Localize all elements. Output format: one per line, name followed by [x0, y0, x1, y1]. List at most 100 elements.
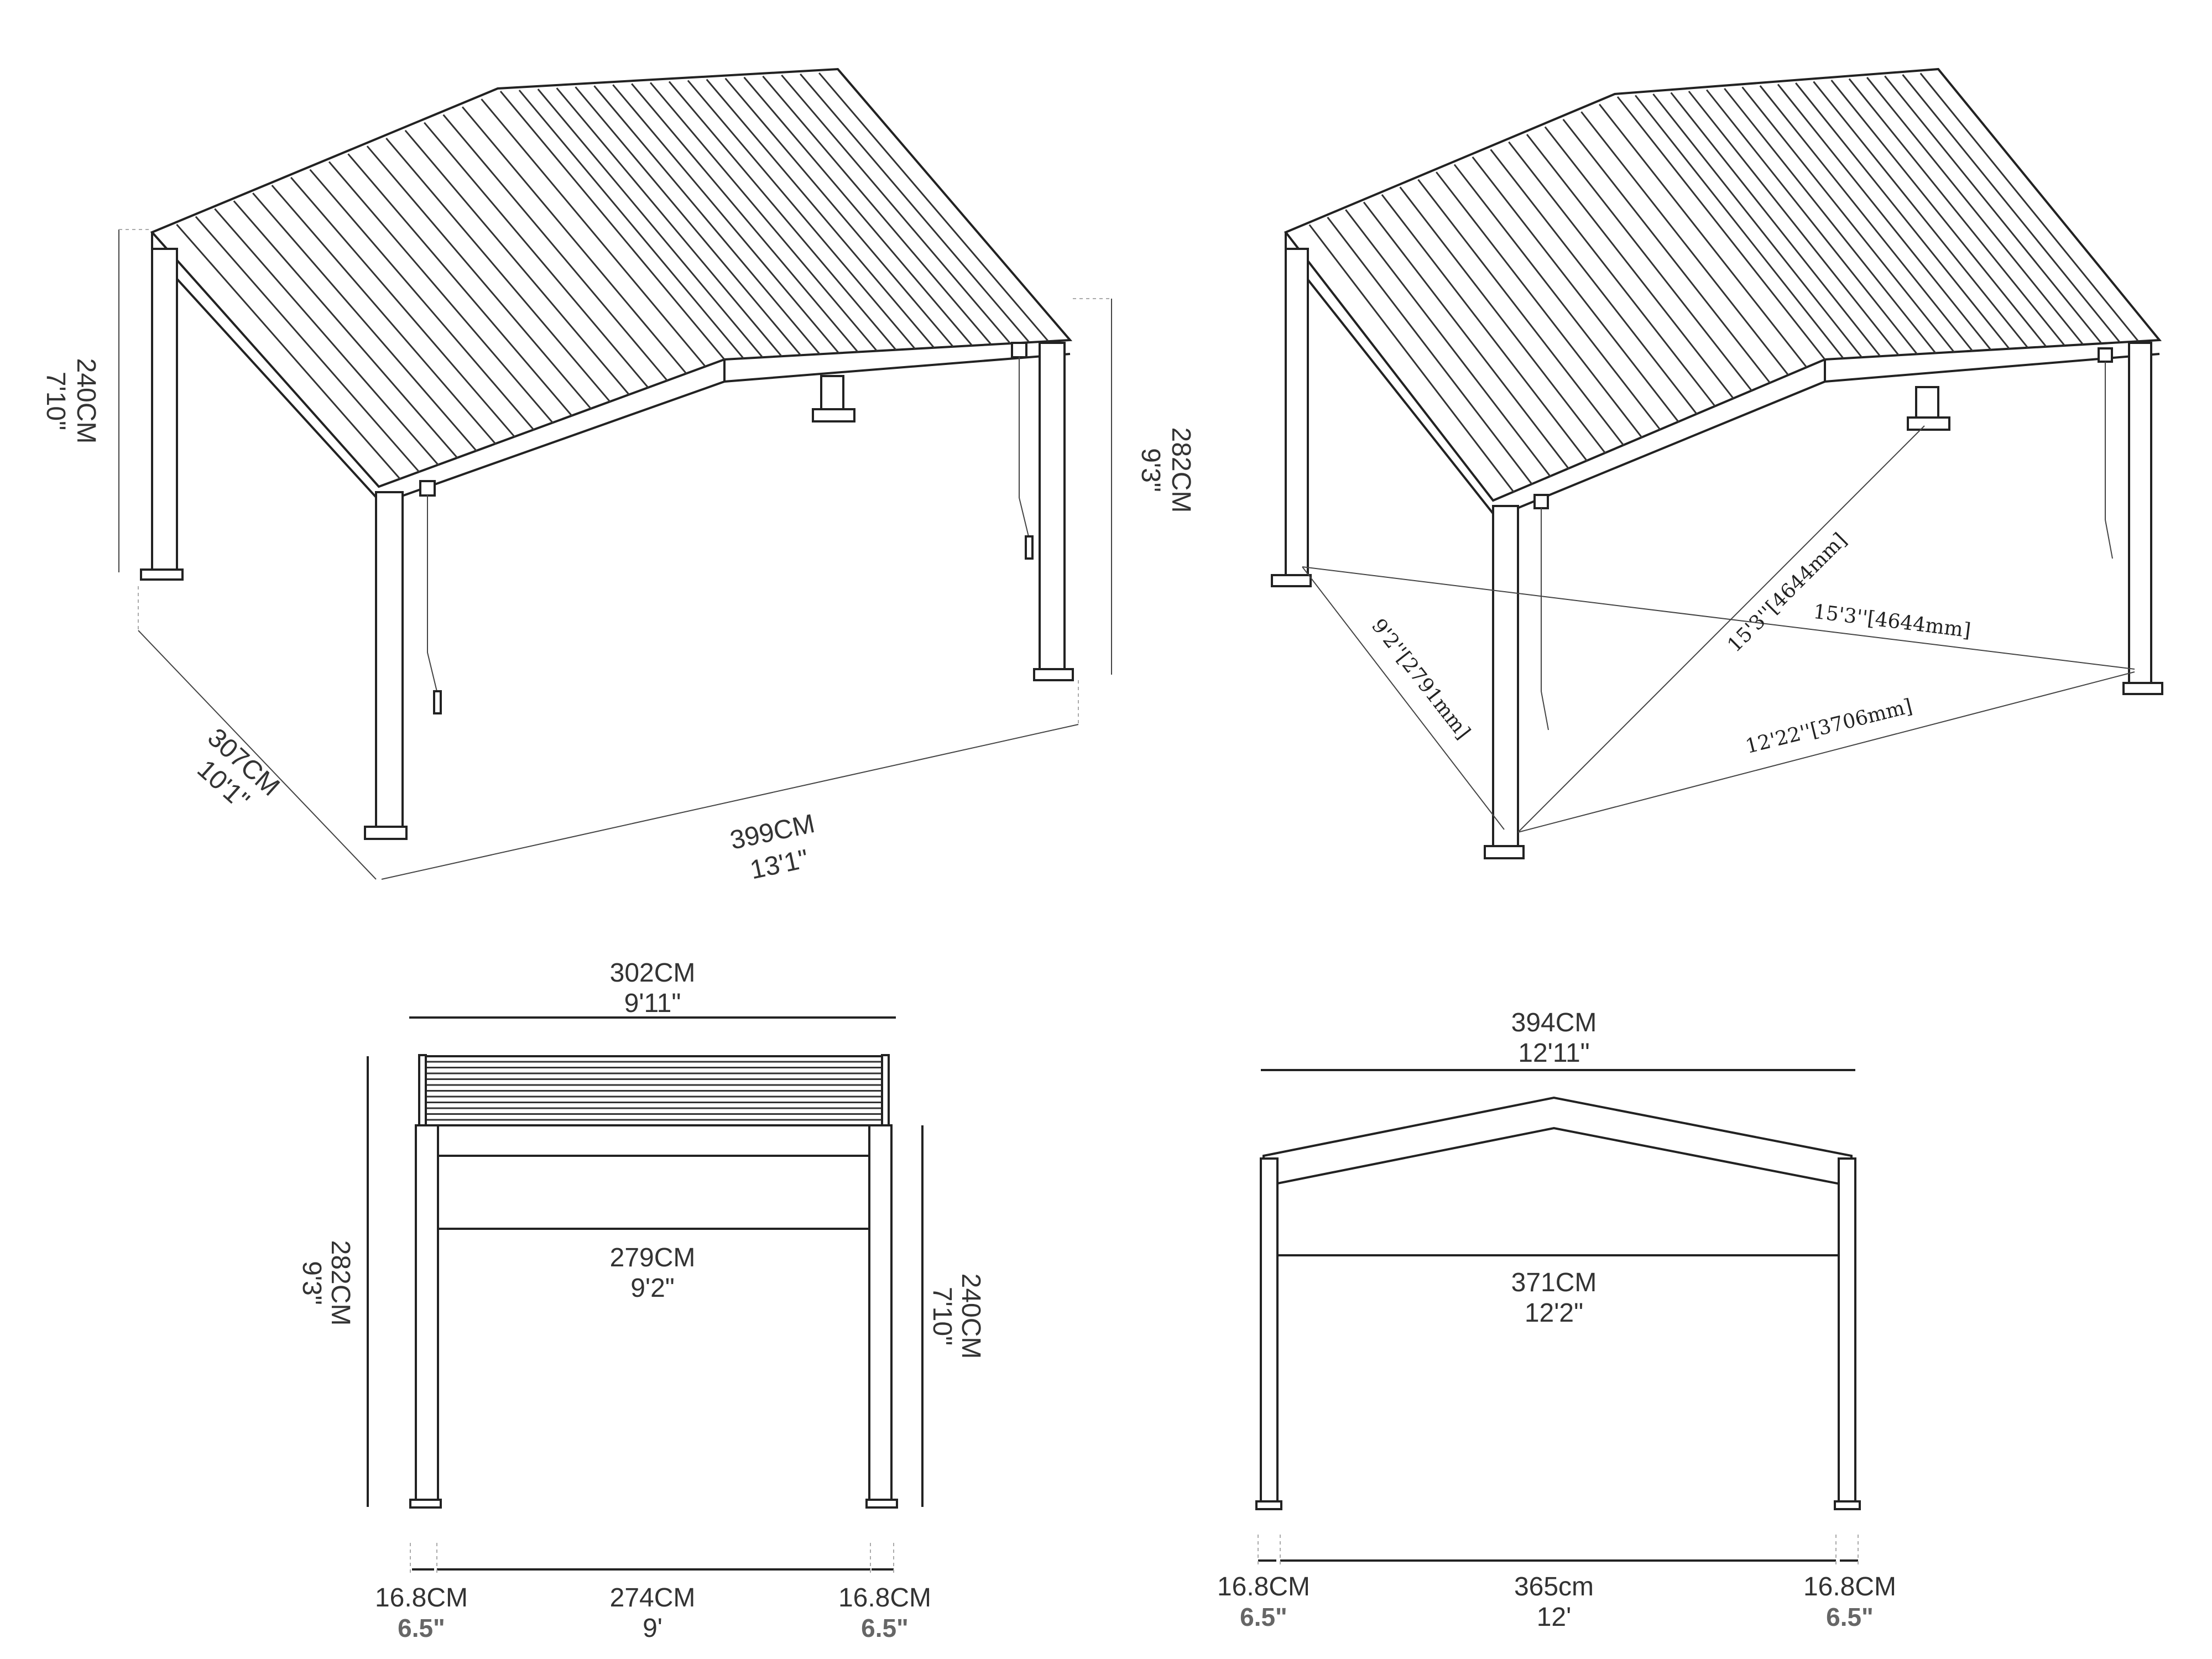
roof-slat — [366, 145, 592, 410]
roof-slat — [1381, 194, 1588, 462]
front-inner-in: 12'2" — [1525, 1298, 1583, 1328]
roof-slat — [743, 76, 973, 346]
front-post-right — [1838, 1157, 1856, 1505]
front-top-cm: 394CM — [1511, 1008, 1597, 1037]
iso2-post-stub — [1915, 386, 1939, 421]
front-roof — [1262, 1096, 1853, 1188]
dim-line-depth — [138, 630, 377, 880]
iso-post-base — [140, 568, 184, 581]
roof-slat — [328, 161, 554, 424]
front-base-in: 12' — [1537, 1603, 1572, 1632]
side-height-left-in: 9'3" — [297, 1261, 326, 1305]
roof-slat — [214, 208, 440, 466]
roof-slat — [1705, 89, 1918, 355]
roof-slat — [499, 91, 726, 360]
roof-slat — [1544, 126, 1752, 392]
roof-slat — [537, 88, 764, 358]
side-label: 9'2''[2791mm] — [1367, 614, 1475, 743]
roof-slat — [631, 83, 859, 353]
roof-slat — [1562, 118, 1771, 384]
side-base-in: 9' — [643, 1614, 662, 1643]
side-top-cm: 302CM — [610, 958, 696, 988]
roof-slat — [1308, 224, 1515, 493]
front-left-post-cm: 16.8CM — [1217, 1572, 1310, 1601]
roof-slat — [1327, 216, 1533, 486]
side-left-post-in: 6.5" — [398, 1614, 445, 1642]
roof-slat — [1635, 95, 1844, 359]
side-post-left — [415, 1124, 439, 1503]
roof-slat — [404, 129, 630, 395]
roof-slat — [1688, 91, 1900, 356]
roof-slat — [1884, 75, 2103, 344]
roof-slat — [724, 77, 954, 347]
roof-slat — [290, 176, 516, 438]
roof-slat — [1508, 141, 1716, 407]
roof-slat — [1848, 78, 2065, 346]
roof-slat — [1670, 92, 1881, 357]
iso-post-base — [812, 408, 855, 422]
front-line — [1517, 671, 2135, 833]
side-roof-end — [418, 1054, 427, 1128]
roof-slat — [1830, 80, 2047, 347]
roof-slat — [706, 79, 935, 348]
roof-slat — [518, 90, 744, 359]
front-post-base — [1834, 1500, 1861, 1510]
iso-crank-handle — [1025, 535, 1034, 560]
roof-slat — [309, 169, 535, 431]
roof-slat — [593, 85, 821, 355]
side-inner-in: 9'2" — [630, 1274, 675, 1303]
iso2-motor-box — [2098, 347, 2113, 363]
roof-slat — [687, 80, 916, 349]
front-top-in: 12'11" — [1518, 1039, 1589, 1068]
iso2-post — [1492, 505, 1519, 850]
roof-slat — [1472, 156, 1679, 423]
roof-slat — [461, 106, 687, 374]
front-elevation: 394CM 12'11" 371CM 12'2" 16.8CM 6.5" 365… — [1217, 1008, 1896, 1632]
diagonal-line — [1302, 566, 2135, 670]
iso-crank-rod — [1019, 357, 1029, 537]
front-right-post-cm: 16.8CM — [1803, 1572, 1896, 1601]
iso-roof — [150, 67, 1073, 488]
iso2-crank-rod — [1541, 508, 1549, 731]
roof-slat — [575, 86, 801, 356]
side-left-post-cm: 16.8CM — [375, 1583, 468, 1613]
roof-slat — [233, 200, 458, 459]
roof-slat — [1580, 111, 1790, 376]
roof-slat — [1453, 164, 1661, 431]
diag-b-label: 15'3''[4644mm] — [1812, 601, 1972, 643]
roof-slat — [818, 72, 1049, 342]
roof-slat — [1526, 134, 1734, 399]
iso-post-back-left — [151, 248, 178, 571]
roof-slat — [781, 74, 1011, 344]
side-roof-slats — [427, 1061, 881, 1121]
side-elevation: 302CM 9'11" 279CM 9'2" 282CM 9'3" 240CM … — [297, 958, 985, 1643]
roof-slat — [1759, 85, 1973, 352]
roof-slat — [1777, 84, 1992, 351]
iso2-post-base — [2122, 682, 2163, 695]
iso-view-diagonals: 15'3''[4644mm] 15'3''[4644mm] 9'2''[2791… — [1271, 67, 2163, 859]
front-post-base — [1255, 1500, 1282, 1510]
front-label: 12'22''[3706mm] — [1743, 695, 1914, 759]
roof-slat — [1399, 186, 1606, 454]
iso-roof-fascia — [151, 232, 1071, 505]
side-post-base — [409, 1499, 442, 1509]
side-right-post-in: 6.5" — [861, 1614, 909, 1642]
roof-slat — [1490, 149, 1698, 415]
iso-motor-box — [419, 480, 436, 497]
roof-slat — [556, 87, 782, 357]
roof-slat — [271, 185, 497, 445]
front-right-post-in: 6.5" — [1826, 1603, 1874, 1631]
side-base-cm: 274CM — [610, 1583, 696, 1613]
side-roof-end — [881, 1054, 890, 1128]
iso2-post-base — [1484, 845, 1525, 859]
iso2-post-base — [1907, 416, 1950, 431]
side-right-post-cm: 16.8CM — [838, 1583, 931, 1613]
roof-slat — [649, 82, 878, 352]
roof-slat — [668, 81, 897, 351]
side-line — [1302, 566, 1505, 830]
roof-slat — [252, 192, 478, 452]
diag-a-label: 15'3''[4644mm] — [1723, 529, 1851, 657]
diagonal-line — [1517, 425, 1925, 833]
iso-post-height-in: 7'10" — [41, 372, 70, 430]
